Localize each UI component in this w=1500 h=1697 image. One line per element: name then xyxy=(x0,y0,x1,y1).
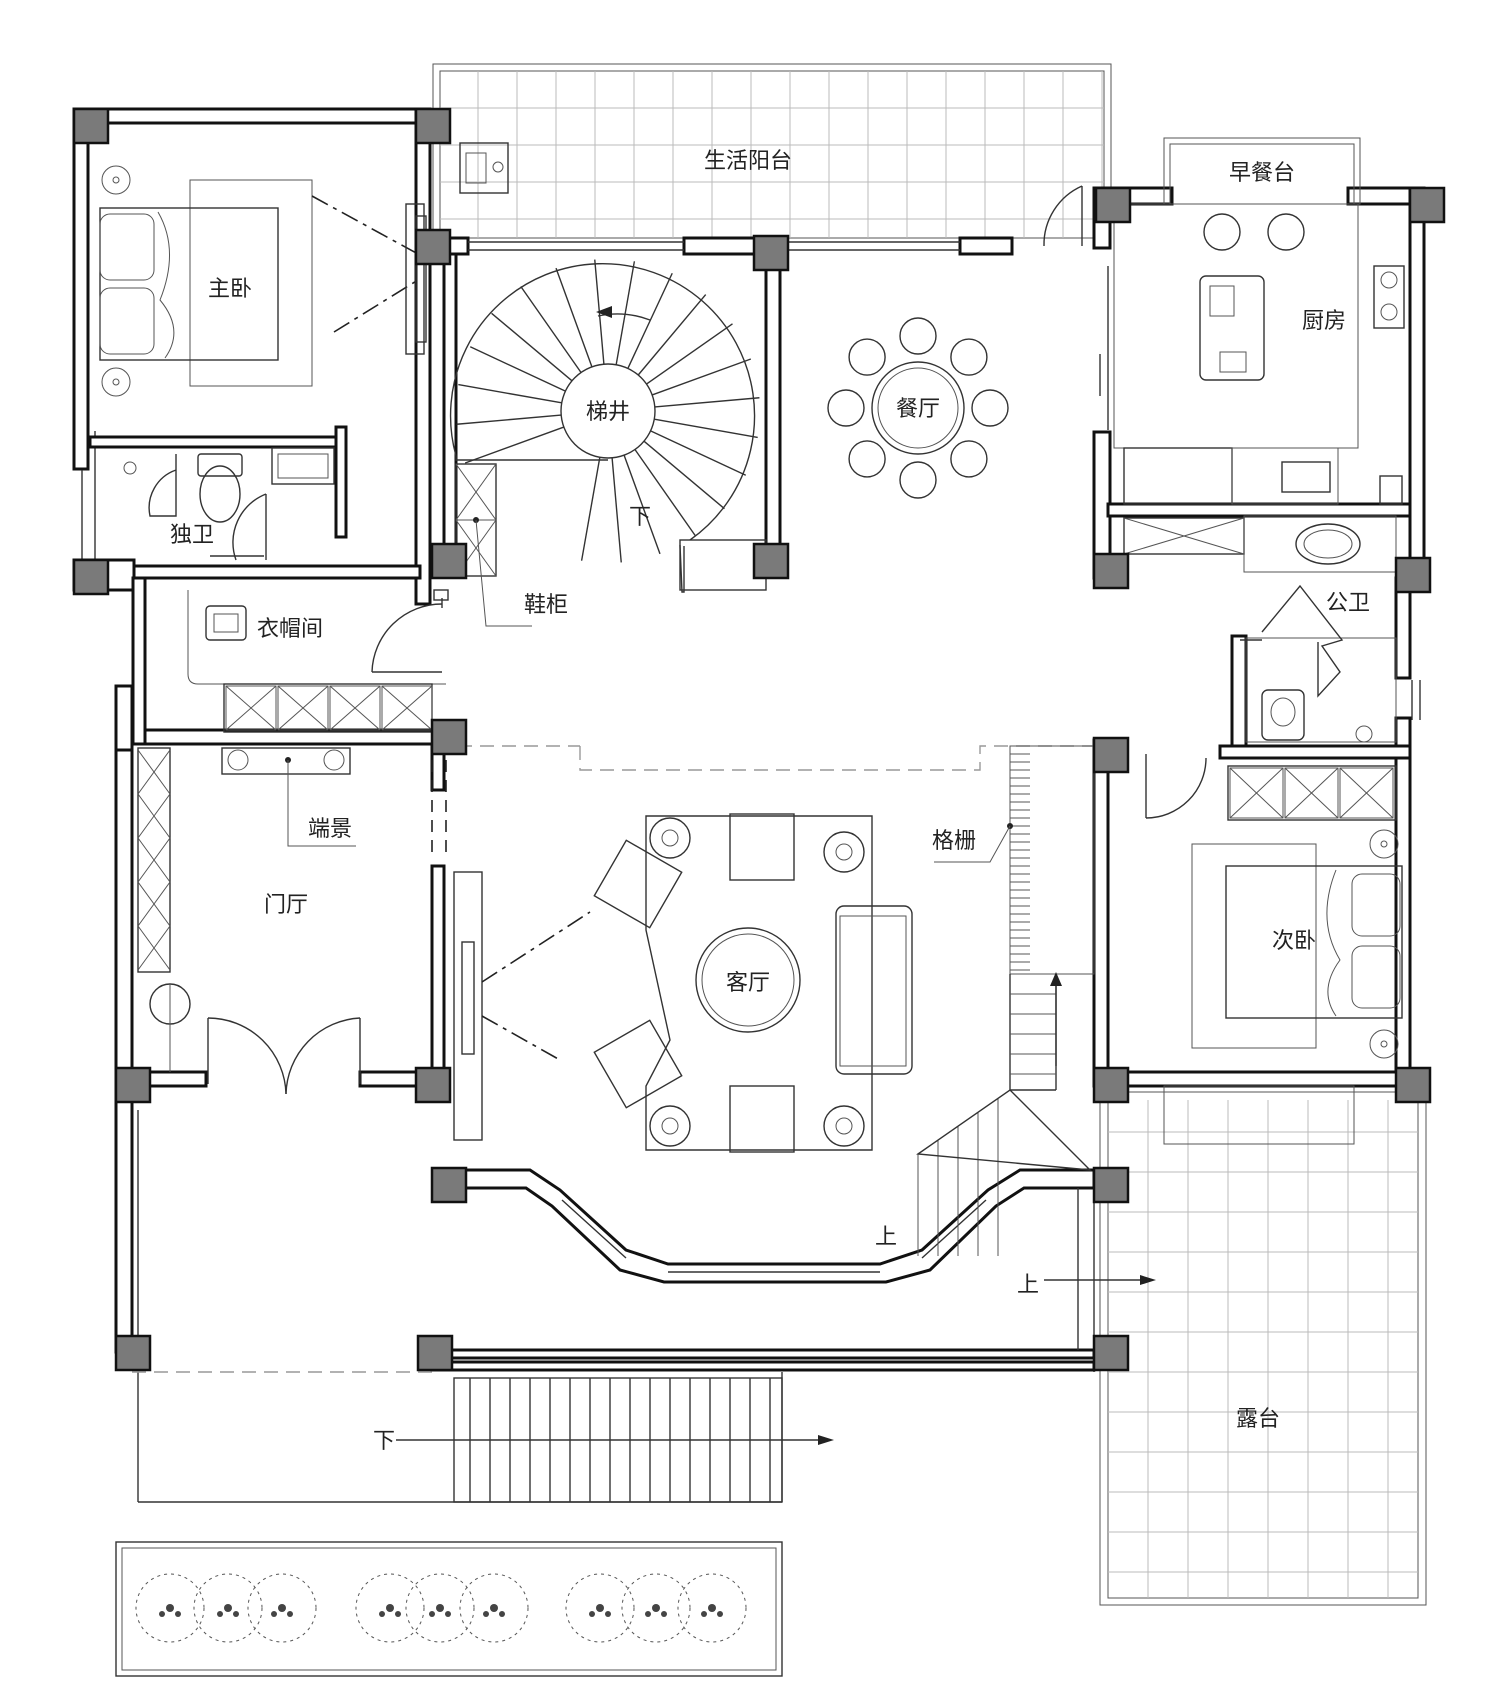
column xyxy=(430,542,468,580)
column xyxy=(1394,556,1432,594)
walls xyxy=(72,107,1426,1503)
column xyxy=(1394,1066,1432,1104)
label-end-view: 端景 xyxy=(308,817,352,842)
label-master-bedroom: 主卧 xyxy=(208,277,252,302)
column xyxy=(1408,186,1446,224)
planter-shrubs xyxy=(115,1541,783,1677)
label-stair-down: 下 xyxy=(629,505,651,530)
column xyxy=(1092,552,1130,590)
label-shoe-cabinet: 鞋柜 xyxy=(524,593,568,618)
label-cloakroom: 衣帽间 xyxy=(257,617,323,642)
column xyxy=(1092,1334,1130,1372)
spiral-stair xyxy=(449,259,767,593)
column xyxy=(414,107,452,145)
label-lattice: 格栅 xyxy=(932,829,976,854)
label-living-room: 客厅 xyxy=(726,971,770,996)
terrace-area xyxy=(1099,1084,1427,1606)
master-bed xyxy=(99,165,427,397)
second-bed xyxy=(1191,829,1403,1059)
front-steps xyxy=(396,1377,834,1503)
label-dining-room: 餐厅 xyxy=(896,397,940,422)
column xyxy=(416,1334,454,1372)
label-terrace: 露台 xyxy=(1236,1407,1280,1432)
column xyxy=(430,718,468,756)
column xyxy=(414,1066,452,1104)
column xyxy=(752,542,790,580)
column xyxy=(430,1166,468,1204)
shoe-cabinet xyxy=(455,463,532,627)
label-stairwell: 梯井 xyxy=(586,400,630,425)
washing-machine-icon xyxy=(459,142,509,194)
label-stair-up-inner: 上 xyxy=(875,1225,897,1250)
column xyxy=(72,558,110,596)
column xyxy=(1092,1066,1130,1104)
column xyxy=(1094,186,1132,224)
dining-table xyxy=(827,317,1009,499)
column xyxy=(1092,736,1130,774)
kitchen-fixtures xyxy=(1043,185,1405,573)
living-balcony-area xyxy=(432,63,1112,239)
label-second-bedroom: 次卧 xyxy=(1272,929,1316,954)
label-kitchen: 厨房 xyxy=(1302,309,1346,334)
column xyxy=(72,107,110,145)
label-stair-up-terrace: 上 xyxy=(1017,1273,1039,1298)
column xyxy=(114,1066,152,1104)
structural-columns xyxy=(72,107,1446,1372)
column xyxy=(1092,1166,1130,1204)
column xyxy=(114,1334,152,1372)
cloakroom-fixtures xyxy=(187,589,449,733)
column xyxy=(752,234,790,272)
label-breakfast-counter: 早餐台 xyxy=(1229,161,1295,186)
label-public-bath: 公卫 xyxy=(1326,591,1370,616)
label-private-bath: 独卫 xyxy=(170,523,214,548)
label-foyer: 门厅 xyxy=(264,893,308,918)
label-stair-down-front: 下 xyxy=(373,1429,395,1454)
label-living-balcony: 生活阳台 xyxy=(704,149,792,174)
living-room-furniture xyxy=(453,813,913,1153)
lattice-and-stair xyxy=(916,745,1095,1256)
column xyxy=(414,228,452,266)
public-bath-fixtures xyxy=(1145,584,1397,821)
foyer-fixtures xyxy=(137,747,447,1095)
private-bath-fixtures xyxy=(123,447,335,561)
